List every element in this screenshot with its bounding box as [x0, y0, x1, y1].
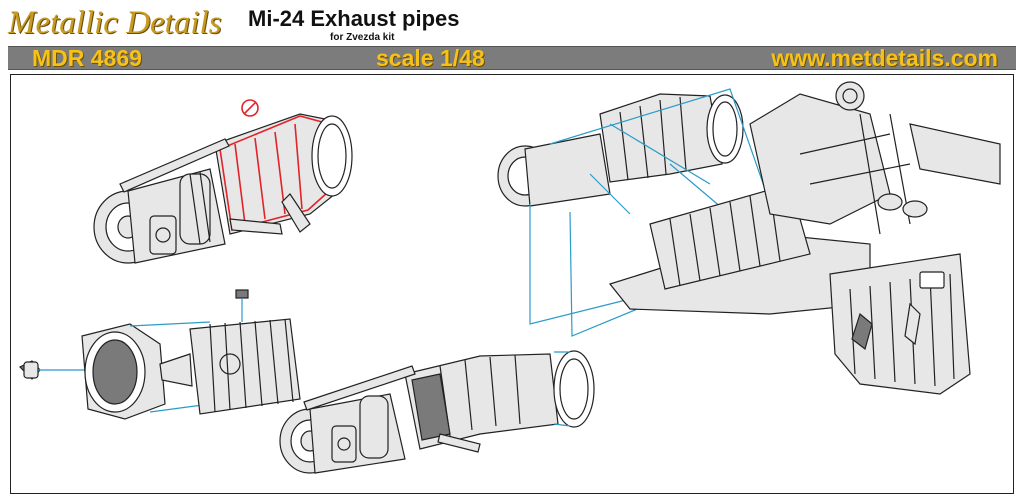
page-subtitle: for Zvezda kit [330, 32, 395, 43]
exhaust-assembly-lower [279, 350, 595, 474]
website-link[interactable]: www.metdetails.com [771, 45, 998, 71]
nacelle-installation-view [497, 81, 1001, 395]
exhaust-exploded-view [18, 289, 301, 420]
info-banner: MDR 4869 scale 1/48 www.metdetails.com [8, 45, 1016, 71]
instruction-drawing [18, 81, 1001, 474]
exhaust-assembly-highlighted [93, 99, 353, 264]
scale-label: scale 1/48 [376, 45, 485, 71]
product-code: MDR 4869 [32, 45, 142, 71]
brand-logo: Metallic Details [8, 5, 222, 41]
instruction-frame [10, 74, 1014, 494]
page-title: Mi-24 Exhaust pipes [248, 6, 460, 31]
